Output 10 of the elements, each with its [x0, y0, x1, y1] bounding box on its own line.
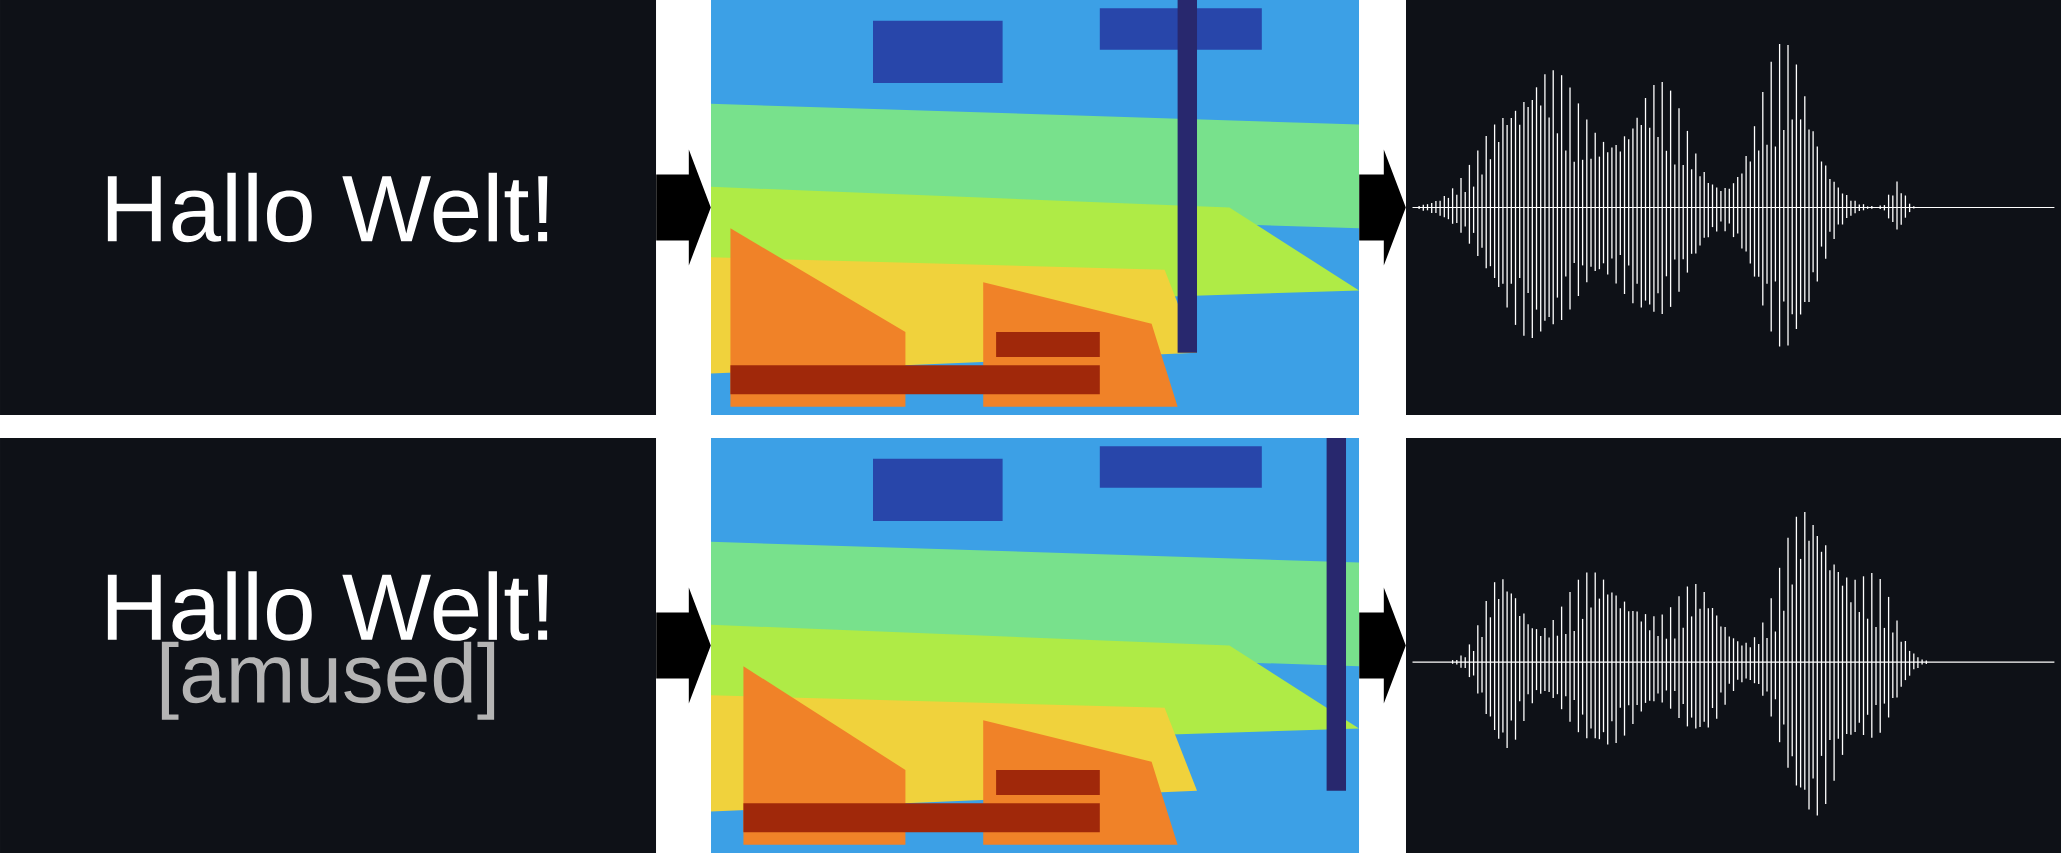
arrow: [656, 587, 711, 704]
arrow: [1359, 587, 1406, 704]
arrow: [656, 149, 711, 266]
picture: [711, 0, 1359, 415]
text-box: Hallo Welt! [amused]: [0, 438, 656, 853]
arrow: [1359, 149, 1406, 266]
waveform-drawing: [1406, 438, 2061, 853]
text-box: Hallo Welt!: [0, 0, 656, 415]
waveform-drawing: [1406, 0, 2061, 415]
picture: [711, 438, 1359, 853]
